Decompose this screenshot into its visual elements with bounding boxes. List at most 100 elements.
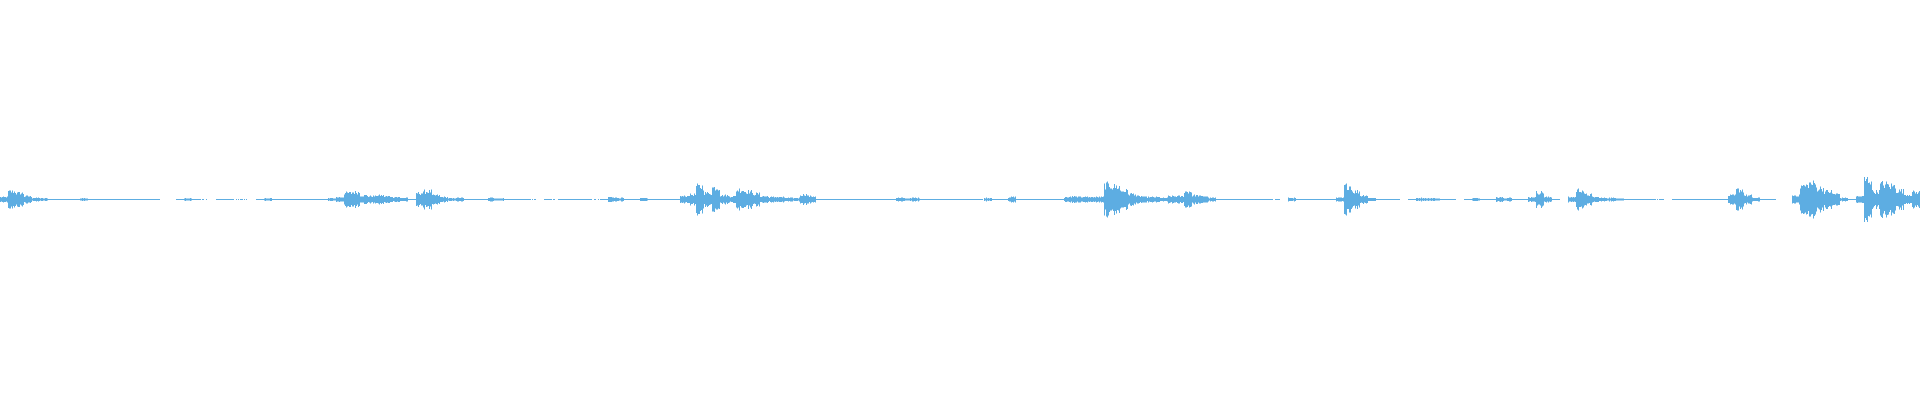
waveform-sample xyxy=(334,198,335,201)
waveform-sample xyxy=(328,198,329,201)
waveform-sample xyxy=(330,198,331,201)
waveform-sample xyxy=(303,199,304,200)
waveform-sample xyxy=(714,187,715,212)
waveform-sample xyxy=(191,198,192,201)
waveform-sample xyxy=(1584,193,1585,206)
waveform-sample xyxy=(504,199,505,200)
waveform-sample xyxy=(1352,191,1353,208)
waveform-sample xyxy=(462,197,463,202)
waveform-sample xyxy=(72,199,73,200)
waveform-sample xyxy=(1464,199,1465,200)
waveform-sample xyxy=(1557,199,1558,200)
waveform-sample xyxy=(464,199,465,200)
waveform-sample xyxy=(1056,199,1057,200)
waveform-sample xyxy=(1294,197,1295,202)
waveform-sample xyxy=(190,198,191,201)
waveform-sample xyxy=(625,199,626,200)
waveform-sample xyxy=(193,199,194,200)
waveform-sample xyxy=(687,196,688,203)
waveform-sample xyxy=(283,199,284,200)
waveform-sample xyxy=(1312,199,1313,200)
waveform-sample xyxy=(959,199,960,200)
waveform-sample xyxy=(1156,196,1157,203)
waveform-sample xyxy=(1838,194,1839,205)
waveform-sample xyxy=(1761,199,1762,200)
waveform-sample xyxy=(1804,185,1805,214)
waveform-sample xyxy=(1023,199,1024,200)
waveform-sample xyxy=(47,198,48,201)
waveform-sample xyxy=(1642,199,1643,200)
waveform-sample xyxy=(1854,199,1855,200)
waveform-sample xyxy=(1151,197,1152,202)
waveform-sample xyxy=(1643,199,1644,200)
waveform-sample xyxy=(125,199,126,200)
waveform-sample xyxy=(1444,199,1445,200)
waveform-sample xyxy=(336,197,337,202)
waveform-sample xyxy=(1526,199,1527,200)
waveform-sample xyxy=(278,199,279,200)
waveform-sample xyxy=(297,199,298,200)
waveform-sample xyxy=(1596,197,1597,202)
waveform-sample xyxy=(1278,199,1279,200)
waveform-sample xyxy=(282,199,283,200)
waveform-sample xyxy=(755,195,756,204)
waveform-sample xyxy=(519,199,520,200)
waveform-sample xyxy=(695,195,696,204)
waveform-sample xyxy=(96,199,97,200)
waveform-sample xyxy=(290,199,291,200)
waveform-sample xyxy=(1518,199,1519,200)
waveform-sample xyxy=(429,190,430,209)
waveform-sample xyxy=(123,199,124,200)
waveform-sample xyxy=(750,191,751,208)
waveform-sample xyxy=(1546,196,1547,203)
waveform-sample xyxy=(948,199,949,200)
waveform-sample xyxy=(896,198,897,201)
waveform-sample xyxy=(1455,199,1456,200)
waveform-sample xyxy=(296,199,297,200)
waveform-sample xyxy=(719,190,720,209)
waveform-sample xyxy=(1358,193,1359,206)
waveform-sample xyxy=(345,193,346,206)
waveform-sample xyxy=(286,199,287,200)
waveform-sample xyxy=(1700,199,1701,200)
waveform-sample xyxy=(220,199,221,200)
waveform-sample xyxy=(101,199,102,200)
waveform-sample xyxy=(1408,199,1409,200)
waveform-sample xyxy=(51,199,52,200)
waveform-sample xyxy=(682,196,683,203)
waveform-sample xyxy=(1738,188,1739,211)
waveform-sample xyxy=(138,199,139,200)
waveform-sample xyxy=(63,199,64,200)
waveform-sample xyxy=(842,199,843,200)
waveform-sample xyxy=(824,199,825,200)
waveform-sample xyxy=(294,199,295,200)
waveform-sample xyxy=(422,193,423,206)
waveform-sample xyxy=(1657,199,1658,200)
waveform-sample xyxy=(821,199,822,200)
waveform-sample xyxy=(308,199,309,200)
waveform-sample xyxy=(947,199,948,200)
waveform-sample xyxy=(746,193,747,206)
waveform-sample xyxy=(1652,199,1653,200)
waveform-sample xyxy=(405,198,406,201)
waveform-sample xyxy=(1148,196,1149,203)
waveform-sample xyxy=(1690,199,1691,200)
waveform-sample xyxy=(1142,196,1143,203)
waveform-sample xyxy=(388,196,389,203)
waveform-sample xyxy=(752,193,753,206)
waveform-sample xyxy=(1038,199,1039,200)
waveform-sample xyxy=(1511,198,1512,201)
waveform-sample xyxy=(404,198,405,201)
waveform-sample xyxy=(1291,198,1292,201)
waveform-sample xyxy=(1850,199,1851,200)
waveform-sample xyxy=(762,196,763,203)
waveform-sample xyxy=(155,199,156,200)
waveform-sample xyxy=(181,199,182,200)
waveform-sample xyxy=(1597,197,1598,202)
waveform-sample xyxy=(1623,198,1624,201)
waveform-sample xyxy=(912,197,913,202)
waveform-sample xyxy=(938,199,939,200)
waveform-sample xyxy=(1842,197,1843,202)
waveform-sample xyxy=(728,196,729,203)
waveform-sample xyxy=(1898,192,1899,207)
